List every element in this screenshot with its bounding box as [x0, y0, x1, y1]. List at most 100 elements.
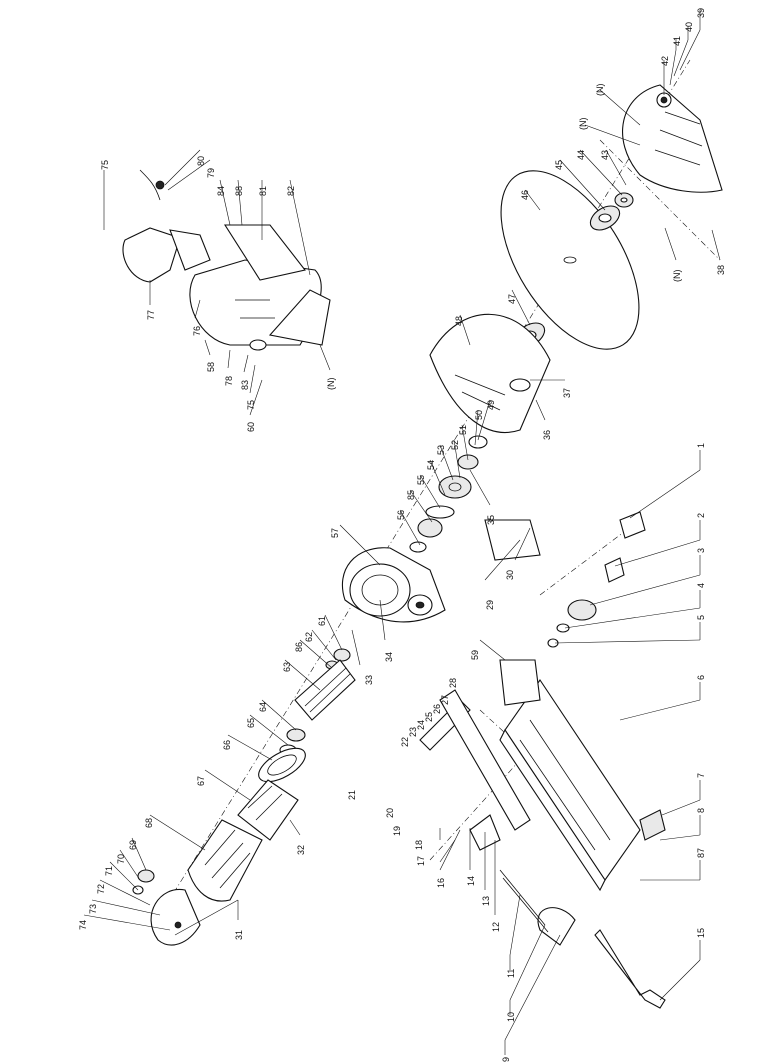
- label-9: 9: [501, 1057, 511, 1062]
- label-33: 33: [364, 675, 374, 685]
- label-18: 18: [414, 840, 424, 850]
- label-10: 10: [506, 1012, 516, 1022]
- pivot-bracket: [484, 519, 541, 706]
- stator: [237, 779, 299, 841]
- label-n-2: (N): [578, 118, 588, 131]
- label-15: 15: [696, 928, 706, 938]
- label-54: 54: [426, 460, 436, 470]
- label-43: 43: [600, 150, 610, 160]
- label-75-top: 75: [100, 160, 110, 170]
- label-23: 23: [408, 727, 418, 737]
- label-53: 53: [436, 445, 446, 455]
- label-4: 4: [696, 583, 706, 588]
- label-31: 31: [234, 930, 244, 940]
- lower-blade-guard: [429, 313, 551, 433]
- label-66: 66: [222, 740, 232, 750]
- label-11: 11: [506, 969, 516, 978]
- label-52: 52: [450, 440, 460, 450]
- brush-holder: [132, 869, 155, 895]
- label-87: 87: [696, 848, 706, 858]
- label-30: 30: [505, 570, 515, 580]
- label-82: 82: [286, 186, 296, 196]
- armature: [279, 648, 356, 756]
- label-26: 26: [432, 704, 442, 714]
- label-59: 59: [470, 650, 480, 660]
- label-20: 20: [385, 808, 395, 818]
- label-14: 14: [466, 876, 476, 886]
- label-29: 29: [485, 600, 495, 610]
- label-12: 12: [491, 922, 501, 932]
- handle-assembly: [122, 169, 331, 351]
- hex-wrench: [594, 929, 666, 1009]
- label-40: 40: [684, 22, 694, 32]
- label-n-3: (N): [326, 378, 336, 391]
- gear-housing: [341, 547, 446, 623]
- label-81: 81: [258, 186, 268, 196]
- label-69: 69: [128, 840, 138, 850]
- fan-baffle: [258, 747, 306, 783]
- label-56: 56: [396, 510, 406, 520]
- label-24: 24: [416, 720, 426, 730]
- label-35: 35: [486, 515, 496, 525]
- flange-nut: [614, 192, 634, 208]
- label-70: 70: [116, 854, 126, 864]
- label-86: 86: [294, 642, 304, 652]
- label-68: 68: [144, 818, 154, 828]
- label-41: 41: [672, 36, 682, 46]
- label-75-mid: 75: [246, 400, 256, 410]
- label-6: 6: [696, 675, 706, 680]
- label-48: 48: [454, 316, 464, 326]
- label-17: 17: [416, 856, 426, 866]
- label-79: 79: [206, 168, 216, 178]
- label-58: 58: [206, 362, 216, 372]
- label-37: 37: [562, 388, 572, 398]
- label-7: 7: [696, 773, 706, 778]
- label-78: 78: [224, 376, 234, 386]
- label-67: 67: [196, 776, 206, 786]
- label-80: 80: [196, 156, 206, 166]
- label-n-1: (N): [595, 84, 605, 97]
- label-63: 63: [282, 662, 292, 672]
- label-51: 51: [458, 425, 468, 435]
- label-64: 64: [258, 702, 268, 712]
- end-cap: [150, 888, 201, 946]
- label-84: 84: [216, 186, 226, 196]
- label-50: 50: [474, 410, 484, 420]
- label-32: 32: [296, 845, 306, 855]
- label-46: 46: [520, 190, 530, 200]
- label-1: 1: [696, 443, 706, 448]
- label-22: 22: [400, 737, 410, 747]
- label-39: 39: [696, 8, 706, 18]
- label-36: 36: [542, 430, 552, 440]
- label-13: 13: [481, 896, 491, 906]
- label-83: 83: [240, 380, 250, 390]
- label-62: 62: [304, 632, 314, 642]
- label-5: 5: [696, 615, 706, 620]
- label-38: 38: [716, 265, 726, 275]
- label-n-4: (N): [672, 270, 682, 283]
- label-34: 34: [384, 652, 394, 662]
- label-77: 77: [146, 310, 156, 320]
- label-16: 16: [436, 878, 446, 888]
- label-57: 57: [330, 528, 340, 538]
- label-55: 55: [416, 475, 426, 485]
- label-73: 73: [88, 904, 98, 914]
- part-labels: 1 2 3 4 5 6 7 8 87 15 9 10 11 12 13 14 1…: [78, 8, 726, 1062]
- label-71: 71: [104, 866, 114, 876]
- label-47: 47: [507, 294, 517, 304]
- outer-flange: [589, 205, 621, 231]
- upper-blade-guard: [622, 84, 723, 193]
- motor-housing: [187, 819, 263, 902]
- blade-disc: [500, 170, 640, 350]
- label-65: 65: [246, 718, 256, 728]
- label-49: 49: [486, 400, 496, 410]
- label-42: 42: [660, 56, 670, 66]
- label-72: 72: [96, 884, 106, 894]
- label-45: 45: [554, 160, 564, 170]
- label-19: 19: [392, 826, 402, 836]
- spring-and-shaft: [547, 511, 646, 648]
- label-2: 2: [696, 513, 706, 518]
- label-85: 85: [406, 490, 416, 500]
- label-21: 21: [347, 790, 357, 800]
